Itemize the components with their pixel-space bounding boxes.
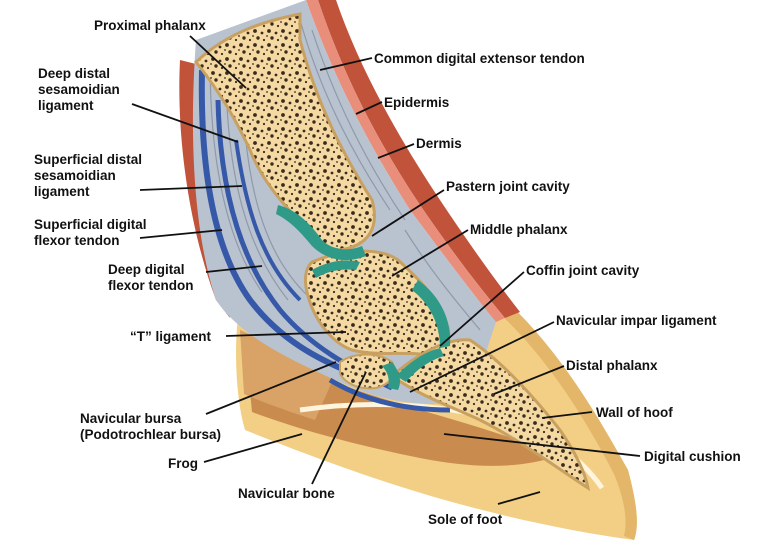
pastern-cartilage-2 (312, 260, 360, 278)
common-digital-extensor-tendon-line-0: Common digital extensor tendon (374, 51, 585, 66)
tendon-fibres (209, 19, 481, 331)
label-epidermis: Epidermis (384, 95, 449, 110)
pastern-joint-cavity-line-0: Pastern joint cavity (446, 179, 570, 194)
label-dermis: Dermis (416, 136, 462, 151)
hoof-wall-rim (498, 300, 637, 540)
dermis-band (306, 0, 505, 322)
coffin-cartilage-2 (396, 348, 444, 382)
label-navicular-bone: Navicular bone (238, 486, 335, 501)
label-distal-phalanx: Distal phalanx (566, 358, 658, 373)
distal-phalanx-line-0: Distal phalanx (566, 358, 658, 373)
frog-line-0: Frog (168, 456, 198, 471)
label-navicular-impar-ligament: Navicular impar ligament (556, 313, 717, 328)
flexor-band-1 (198, 69, 352, 375)
label-common-digital-extensor-tendon: Common digital extensor tendon (374, 51, 585, 66)
proximal-phalanx-line-0: Proximal phalanx (94, 18, 206, 33)
superficial-distal-sesamoidian-ligament-line-1: sesamoidian (34, 168, 116, 183)
flexor-band-3 (234, 139, 302, 302)
label-coffin-joint-cavity: Coffin joint cavity (526, 263, 640, 278)
deep-distal-sesamoidian-ligament-line-0: Deep distal (38, 66, 110, 81)
label-proximal-phalanx: Proximal phalanx (94, 18, 206, 33)
dermis-line-0: Dermis (416, 136, 462, 151)
navicular-impar-ligament-line-0: Navicular impar ligament (556, 313, 717, 328)
proximal-phalanx-bone (193, 12, 376, 252)
sole-of-foot-line-0: Sole of foot (428, 512, 503, 527)
frog-area (240, 330, 335, 420)
deep-flexor-blue (328, 377, 451, 413)
navicular-bursa-line-1: (Podotrochlear bursa) (80, 427, 221, 442)
deep-distal-sesamoidian-ligament-line-2: ligament (38, 98, 94, 113)
deep-distal-sesamoidian-ligament-line-1: sesamoidian (38, 82, 120, 97)
label-navicular-bursa: Navicular bursa(Podotrochlear bursa) (80, 411, 221, 442)
coffin-joint-cavity-line-0: Coffin joint cavity (526, 263, 640, 278)
superficial-distal-sesamoidian-ligament-line-0: Superficial distal (34, 152, 142, 167)
wall-of-hoof-line-0: Wall of hoof (596, 405, 673, 420)
navicular-bursa-line-0: Navicular bursa (80, 411, 182, 426)
label-digital-cushion: Digital cushion (644, 449, 741, 464)
label-frog: Frog (168, 456, 198, 471)
middle-phalanx-line-0: Middle phalanx (470, 222, 568, 237)
label-pastern-joint-cavity: Pastern joint cavity (446, 179, 570, 194)
label-wall-of-hoof: Wall of hoof (596, 405, 673, 420)
labels: Proximal phalanx Common digital extensor… (34, 18, 741, 527)
label-sole-of-foot: Sole of foot (428, 512, 503, 527)
superficial-digital-flexor-tendon-line-0: Superficial digital (34, 217, 147, 232)
label-t-ligament: “T” ligament (130, 329, 212, 344)
deep-digital-flexor-tendon-line-0: Deep digital (108, 262, 185, 277)
label-middle-phalanx: Middle phalanx (470, 222, 568, 237)
hoof-illustration (179, 0, 637, 540)
superficial-digital-flexor-tendon-line-1: flexor tendon (34, 233, 120, 248)
digital-cushion-line-0: Digital cushion (644, 449, 741, 464)
superficial-distal-sesamoidian-ligament-line-2: ligament (34, 184, 90, 199)
leader-lines (131, 35, 641, 505)
navicular-cartilage (382, 362, 400, 390)
pastern-cartilage (276, 205, 366, 261)
t-ligament-line-0: “T” ligament (130, 329, 212, 344)
epidermis-band (318, 0, 520, 318)
epidermis-line-0: Epidermis (384, 95, 449, 110)
navicular-bone-line-0: Navicular bone (238, 486, 335, 501)
deep-digital-flexor-tendon-line-1: flexor tendon (108, 278, 194, 293)
coffin-cartilage (412, 280, 451, 348)
